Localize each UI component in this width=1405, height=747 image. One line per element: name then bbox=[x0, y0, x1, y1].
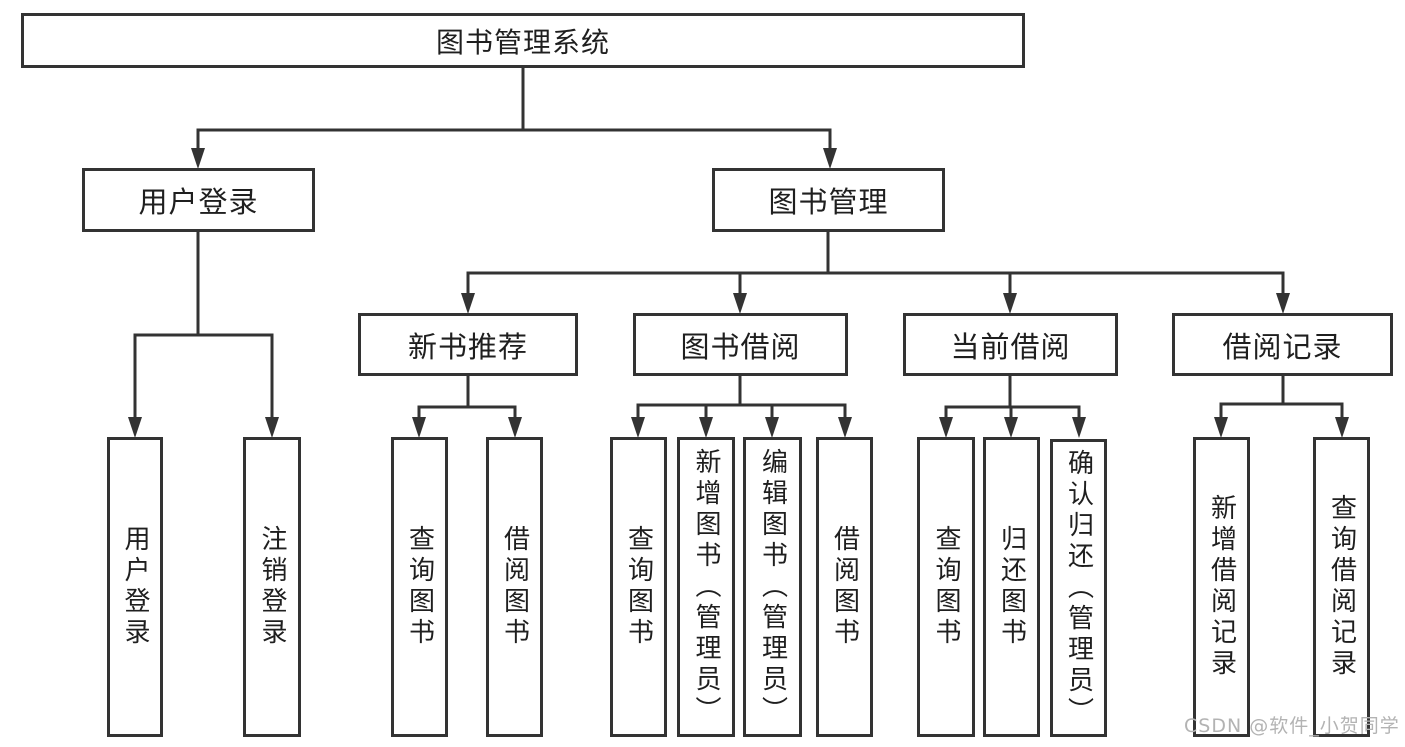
leaf-borrow-borrow-books: 借阅图书 bbox=[816, 437, 873, 737]
node-book-borrow: 图书借阅 bbox=[633, 313, 848, 376]
node-borrow-records: 借阅记录 bbox=[1172, 313, 1393, 376]
leaf-newbook-query-books: 查询图书 bbox=[391, 437, 448, 737]
leaf-records-query: 查询借阅记录 bbox=[1313, 437, 1370, 737]
node-library-system-root: 图书管理系统 bbox=[21, 13, 1025, 68]
node-current-borrow: 当前借阅 bbox=[903, 313, 1118, 376]
node-new-book-recommend: 新书推荐 bbox=[358, 313, 578, 376]
leaf-newbook-borrow-books: 借阅图书 bbox=[486, 437, 543, 737]
node-book-management: 图书管理 bbox=[712, 168, 945, 232]
leaf-borrow-edit-books-admin: 编辑图书（管理员） bbox=[743, 437, 802, 737]
leaf-current-confirm-return-admin: 确认归还（管理员） bbox=[1050, 439, 1107, 737]
leaf-borrow-query-books: 查询图书 bbox=[610, 437, 667, 737]
leaf-logout: 注销登录 bbox=[243, 437, 301, 737]
node-user-login: 用户登录 bbox=[82, 168, 315, 232]
leaf-records-add: 新增借阅记录 bbox=[1193, 437, 1250, 737]
leaf-borrow-add-books-admin: 新增图书（管理员） bbox=[677, 437, 735, 737]
csdn-watermark: CSDN @软件_小贺同学 bbox=[1184, 715, 1400, 737]
leaf-current-return-books: 归还图书 bbox=[983, 437, 1040, 737]
leaf-current-query-books: 查询图书 bbox=[917, 437, 975, 737]
leaf-user-login: 用户登录 bbox=[107, 437, 163, 737]
